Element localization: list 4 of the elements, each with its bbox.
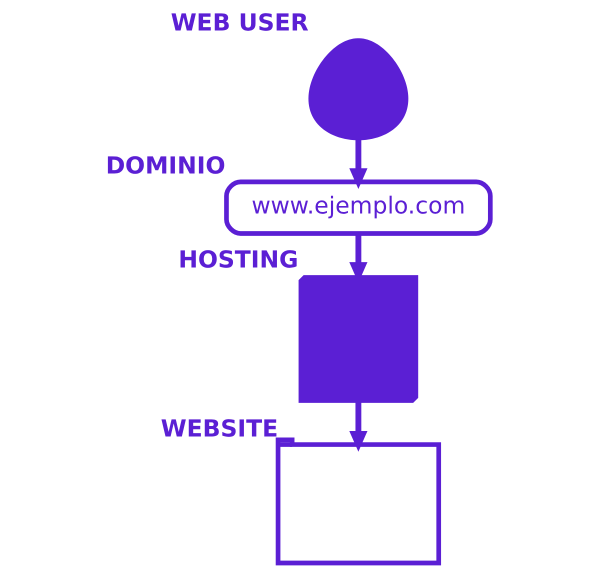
node-label: DOMINIO bbox=[106, 152, 226, 180]
node-label: HOSTING bbox=[178, 245, 298, 274]
node-label: WEBSITE bbox=[160, 414, 278, 442]
node-label: WEB USER bbox=[170, 8, 309, 37]
